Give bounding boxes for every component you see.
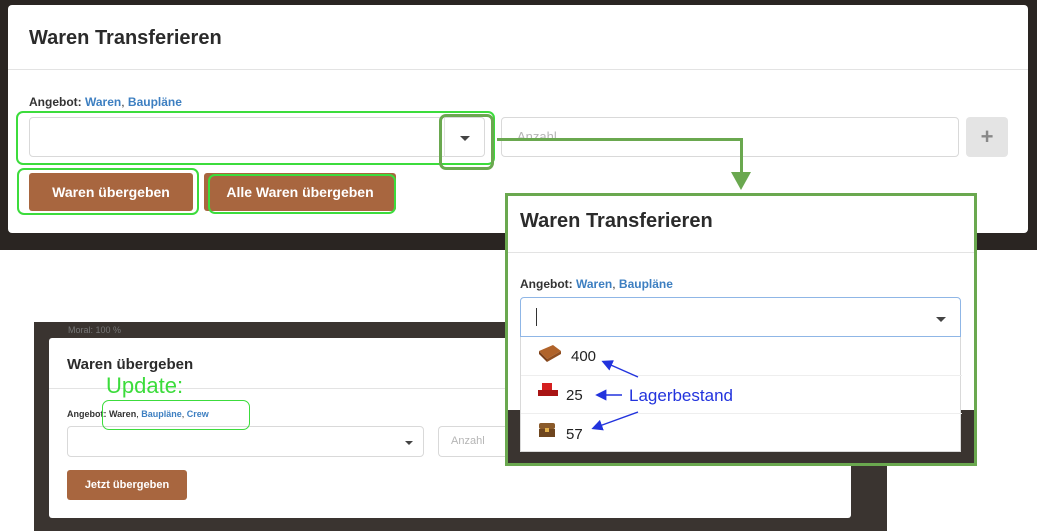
top-angebot-row: Angebot: Waren, Baupläne [29,95,182,109]
bottom-link-bauplaene[interactable]: Baupläne [141,409,182,419]
highlight-angebot-update [102,400,250,430]
lagerbestand-annotation: Lagerbestand [629,386,733,405]
dropdown-option-count: 57 [566,426,583,443]
top-modal: Waren Transferieren Angebot: Waren, Baup… [8,5,1028,233]
highlight-toggle [439,114,494,170]
zoom-select-input[interactable] [520,297,961,337]
connector-arrowhead [731,172,751,190]
top-select-toggle[interactable] [444,117,485,157]
bottom-bg-status: Moral: 100 % [68,325,122,335]
bottom-separator-2: , [181,409,185,419]
angebot-label: Angebot: [29,95,82,109]
zoom-link-waren[interactable]: Waren [576,277,613,291]
connector-horizontal [497,138,743,141]
update-annotation: Update: [106,373,184,398]
bottom-angebot-row: Angebot: Waren, Baupläne, Crew [67,409,209,419]
highlight-transfer-all-button [208,174,396,214]
highlight-select [16,111,495,165]
transfer-button[interactable]: Waren übergeben [29,173,193,211]
chevron-down-icon [936,317,946,322]
dropdown-option-count: 400 [571,348,597,365]
zoom-panel-header: Waren Transferieren Angebot: Waren, Baup… [508,196,974,296]
zoom-angebot-row: Angebot: Waren, Baupläne [520,277,673,291]
add-button[interactable]: + [966,117,1008,157]
arrow-to-chest [591,411,639,431]
dropdown-option-wood[interactable]: 400 [521,337,962,375]
dropdown-option-ore[interactable]: 25 [521,375,962,413]
bottom-separator-1: , [136,409,139,419]
zoom-panel-title: Waren Transferieren [520,210,713,232]
highlight-transfer-button [17,168,199,215]
dropdown-option-count: 25 [566,387,583,404]
chevron-down-icon [405,441,413,445]
bottom-anzahl-placeholder: Anzahl [451,435,485,447]
angebot-link-waren[interactable]: Waren [85,95,122,109]
top-modal-divider [8,69,1028,70]
connector-vertical [740,138,743,174]
bottom-angebot-label: Angebot: [67,409,107,419]
wood-icon [539,345,561,362]
transfer-all-button[interactable]: Alle Waren übergeben [204,173,396,211]
bottom-anzahl-input[interactable]: Anzahl [438,426,518,457]
text-cursor [536,308,537,326]
chest-icon [539,423,555,437]
zoom-link-bauplaene[interactable]: Baupläne [618,277,673,291]
zoom-angebot-label: Angebot: [520,277,573,291]
angebot-separator: , [121,95,125,109]
angebot-link-bauplaene[interactable]: Baupläne [127,95,182,109]
zoom-dropdown-list: 400 25 57 [520,337,962,452]
bottom-modal-title: Waren übergeben [67,356,194,373]
zoom-panel-divider [508,252,974,253]
submit-button[interactable]: Jetzt übergeben [67,470,187,500]
chevron-down-icon [460,136,470,141]
bottom-angebot-waren: Waren [109,409,137,419]
dropdown-option-chest[interactable]: 57 [521,413,962,451]
arrow-to-wood [601,360,639,378]
red-ore-icon [538,383,558,396]
zoom-separator: , [612,277,616,291]
top-anzahl-input[interactable]: Anzahl [501,117,959,157]
top-item-select[interactable] [29,117,485,157]
top-modal-title: Waren Transferieren [29,27,222,49]
bottom-link-crew[interactable]: Crew [186,409,209,419]
bottom-modal-divider [49,388,851,389]
